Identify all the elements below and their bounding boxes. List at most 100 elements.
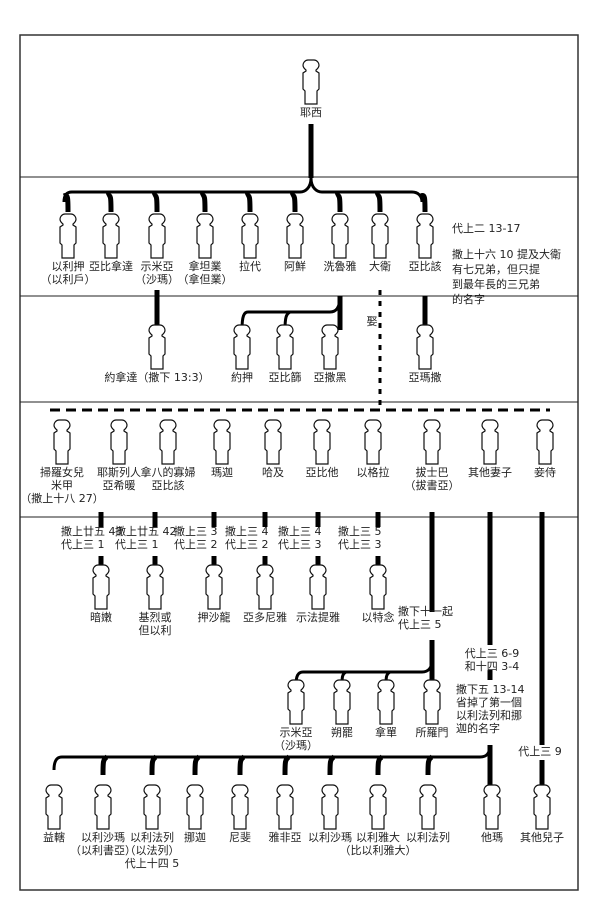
person-name: 他瑪: [481, 831, 503, 844]
scripture-ref: 代上三 2: [225, 538, 269, 551]
scripture-ref: 代上三 3: [278, 538, 322, 551]
person-name: 阿鮮: [284, 259, 306, 273]
person-name: 以利雅大: [356, 830, 400, 844]
child-drop: [419, 193, 428, 213]
person-name: 示米亞: [280, 726, 313, 739]
person-icon: [481, 419, 499, 465]
person-name: 拉代: [239, 259, 261, 273]
person-name: 拿單: [375, 725, 397, 739]
person-icon: [331, 213, 349, 259]
person-name: 拿坦業: [189, 259, 222, 273]
son-drop: [237, 754, 246, 776]
child-drop: [105, 193, 114, 213]
jesse-children-bar-left: [62, 177, 313, 203]
person-icon: [94, 784, 112, 830]
son-drop: [425, 754, 434, 776]
omission-note: 迦的名字: [456, 721, 500, 735]
person-name: 暗嫩: [90, 610, 112, 624]
person-icon: [423, 419, 441, 465]
person-icon: [256, 564, 274, 610]
outer-frame: [19, 34, 579, 891]
child-drop: [334, 193, 343, 213]
person-name: 耶斯列人: [97, 465, 141, 479]
other-wives-note: 和十四 3-4: [465, 659, 519, 673]
person-name: 亞比篩: [269, 370, 302, 384]
person-reference: （撒上十八 27）: [20, 491, 104, 505]
person-icon: [377, 679, 395, 725]
scripture-ref: 撒上三 5: [338, 524, 382, 538]
scripture-ref: 代上三 1: [61, 538, 105, 551]
person-icon: [205, 564, 223, 610]
person-name: 朔罷: [331, 726, 353, 739]
son-drop: [149, 754, 158, 776]
person-icon: [309, 564, 327, 610]
person-name: 以利押: [52, 259, 85, 273]
person-name: 亞瑪撒: [409, 370, 442, 384]
child-drop: [244, 193, 253, 213]
scripture-ref: 代上三 3: [338, 538, 382, 551]
person-icon: [143, 784, 161, 830]
person-alias: （拔書亞）: [405, 478, 460, 492]
person-icon: [159, 419, 177, 465]
other-wives-note: 代上三 6-9: [465, 647, 519, 660]
person-name: 大衛: [369, 259, 391, 273]
person-icon: [286, 213, 304, 259]
labels-layer: 耶西以利押（以利戶）亞比拿達示米亞（沙瑪）拿坦業（拿但業）拉代阿鮮洗魯雅大衛亞比…: [20, 106, 564, 870]
person-name: 其他兒子: [520, 831, 564, 844]
other-sons-bar: [52, 744, 492, 771]
person-icon: [333, 679, 351, 725]
omission-note: 撒下五 13-14: [456, 682, 524, 696]
person-name: 洗魯雅: [324, 259, 357, 273]
person-icon: [102, 213, 120, 259]
person-name: 亞撒黑: [314, 370, 347, 384]
person-icon: [313, 419, 331, 465]
marry-label: 娶: [367, 315, 378, 328]
brothers-note: 的名字: [452, 292, 485, 306]
bathsheba-children-bar: [294, 659, 434, 686]
jesse-children-bar-right: [309, 177, 424, 203]
person-name: 其他妻子: [468, 466, 512, 479]
person-name: 以利法列: [406, 830, 450, 844]
person-icon: [276, 324, 294, 370]
person-icon: [276, 784, 294, 830]
person-icon: [416, 324, 434, 370]
child-drop: [289, 193, 298, 213]
person-name: 亞比他: [306, 466, 339, 479]
person-alias: 亞比該: [152, 478, 185, 492]
reference-note: 代上二 13-17: [452, 222, 520, 235]
person-name: 以格拉: [357, 465, 390, 479]
person-icon: [53, 419, 71, 465]
person-name: 雅非亞: [269, 830, 302, 844]
person-icon: [233, 324, 251, 370]
person-name: 以利法列: [130, 830, 174, 844]
person-name: 示米亞: [141, 260, 174, 273]
person-name: 拿八的寡婦: [141, 465, 196, 479]
scripture-ref: 撒上三 3: [174, 524, 218, 538]
scripture-ref: 撒上廿五 43: [61, 524, 123, 538]
son-drop: [100, 754, 109, 776]
person-icon: [241, 213, 259, 259]
person-name: 約押: [231, 370, 253, 384]
person-name: 妾侍: [534, 465, 556, 479]
person-icon: [364, 419, 382, 465]
person-icon: [45, 784, 63, 830]
person-icon: [416, 213, 434, 259]
connector-lines: [50, 124, 550, 790]
scripture-ref: 撒上三 4: [225, 524, 269, 538]
child-drop: [62, 193, 71, 213]
person-name: 耶西: [300, 106, 322, 119]
person-icon: [536, 419, 554, 465]
bathsheba-note: 撒下十一起: [398, 604, 453, 618]
person-alias: （沙瑪）: [274, 739, 318, 752]
son-drop: [327, 754, 336, 776]
person-icon: [423, 679, 441, 725]
person-name: 以特念: [362, 610, 395, 624]
person-reference: 代上十四 5: [125, 856, 180, 870]
person-name: 亞比拿達: [89, 259, 133, 273]
brothers-note: 有七兄弟，但只提: [452, 262, 540, 276]
person-icon: [302, 59, 320, 105]
person-icon: [146, 564, 164, 610]
person-name: 基烈或: [139, 610, 172, 624]
person-icon: [371, 213, 389, 259]
person-name: 示法提雅: [296, 610, 340, 624]
